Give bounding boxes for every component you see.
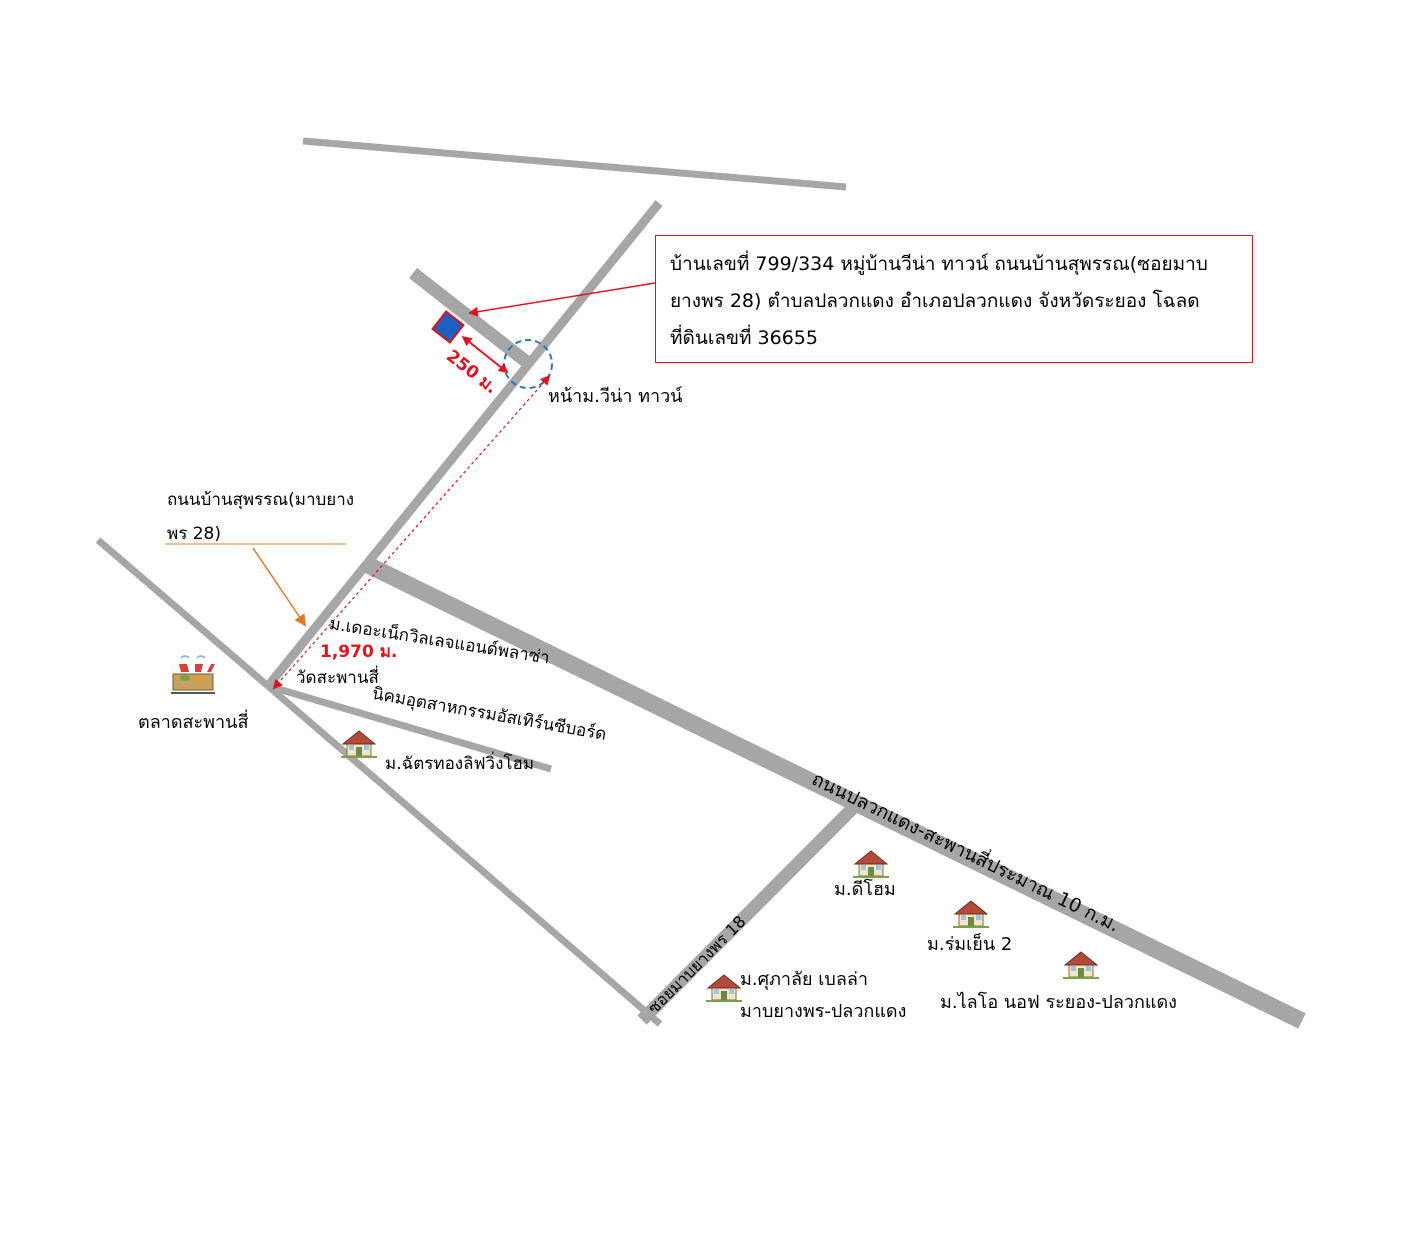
village-lio-label: ม.ไลโอ นอฟ ระยอง-ปลวกแดง xyxy=(940,992,1177,1013)
entrance-label: หน้าม.วีน่า ทาวน์ xyxy=(548,386,683,407)
house-icon xyxy=(705,974,743,1003)
distance-1970-label: 1,970 ม. xyxy=(320,642,398,662)
address-line-1: บ้านเลขที่ 799/334 หมู่บ้านวีน่า ทาวน์ ถ… xyxy=(670,253,1208,275)
village-chat-label: ม.ฉัตรทองลิฟวิ่งโฮม xyxy=(385,754,535,774)
address-info-box: บ้านเลขที่ 799/334 หมู่บ้านวีน่า ทาวน์ ถ… xyxy=(655,235,1253,363)
house-icon xyxy=(1062,951,1100,980)
house-icon xyxy=(952,900,990,929)
road-soi18 xyxy=(637,803,858,1025)
road-southwest xyxy=(265,683,663,1027)
road-name-pointer xyxy=(252,547,307,627)
property-marker-icon xyxy=(431,310,465,344)
village-suphalai-label-1: ม.ศุภาลัย เบลล่า xyxy=(740,969,869,990)
village-suphalai-label-2: มาบยางพร-ปลวกแดง xyxy=(740,1001,907,1022)
road-west xyxy=(95,537,271,689)
road-top xyxy=(302,137,847,191)
market-stall-icon xyxy=(171,655,215,694)
distance-250-arrow xyxy=(461,336,509,374)
road-name-label-2: พร 28) xyxy=(167,524,222,544)
temple-label: วัดสะพานสี่ xyxy=(296,668,379,688)
road-industrial xyxy=(267,682,552,773)
address-line-2: ยางพร 28) ตำบลปลวกแดง อำเภอปลวกแดง จังหว… xyxy=(670,290,1200,313)
distance-1970-arrow xyxy=(272,375,551,690)
road-name-label-1: ถนนบ้านสุพรรณ(มาบยาง xyxy=(167,490,355,510)
house-icon xyxy=(852,850,890,879)
info-pointer-arrow xyxy=(468,282,656,317)
village-dhome-label: ม.ดีโฮม xyxy=(834,879,896,900)
address-line-3: ที่ดินเลขที่ 36655 xyxy=(670,327,818,350)
village-romyen-label: ม.ร่มเย็น 2 xyxy=(927,934,1013,955)
market-label: ตลาดสะพานสี่ xyxy=(138,712,249,733)
road-village-lane xyxy=(408,267,533,369)
